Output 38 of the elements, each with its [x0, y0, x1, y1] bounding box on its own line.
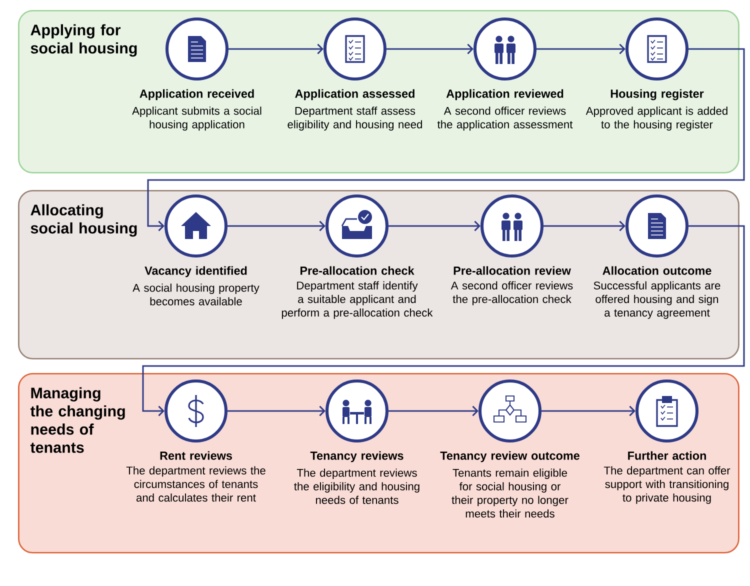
- arrow: [228, 220, 326, 232]
- step-title: Application assessed: [295, 89, 414, 100]
- arrow: [542, 406, 636, 416]
- arrow: [388, 406, 478, 416]
- step-description: The department reviews the eligibility and housing needs of tenants: [294, 468, 420, 504]
- step-title: Housing register: [610, 89, 704, 100]
- section-heading: Applying for social housing: [30, 24, 137, 57]
- step-description: Tenants remain eligible for social housing or their property no longer meets their needs: [452, 468, 568, 518]
- step-description: The department reviews the circumstances of tenants and calculates their rent: [126, 466, 266, 502]
- step-title: Application reviewed: [446, 89, 564, 100]
- step-title: Pre-allocation review: [454, 266, 571, 275]
- arrow: [142, 225, 745, 416]
- step-description: Approved applicant is added to the housing register: [586, 106, 728, 131]
- arrow: [536, 44, 626, 54]
- arrow: [228, 44, 324, 54]
- step-description: A second officer reviews the application assessment: [437, 106, 573, 131]
- step-title: Tenancy reviews: [310, 451, 404, 462]
- step-description: Department staff assess eligibility and housing need: [288, 106, 422, 131]
- step-description: A social housing property becomes available: [132, 284, 260, 306]
- step-title: Pre-allocation check: [300, 266, 414, 275]
- step-title: Vacancy identified: [144, 266, 247, 278]
- arrow: [147, 48, 745, 232]
- step-description: A second officer reviews the pre-allocation check: [450, 281, 573, 306]
- step-title: Application received: [140, 89, 254, 100]
- arrow: [228, 406, 326, 416]
- step-title: Rent reviews: [160, 451, 232, 460]
- step-title: Allocation outcome: [602, 266, 712, 275]
- step-description: Applicant submits a social housing application: [132, 106, 262, 131]
- step-title: Further action: [628, 451, 706, 460]
- arrow: [386, 44, 474, 54]
- step-description: Successful applicants are offered housing and sign a tenancy agreement: [594, 281, 720, 319]
- step-title: Tenancy review outcome: [440, 451, 580, 462]
- section-heading: Allocating social housing: [30, 204, 137, 237]
- section-heading: Managing the changing needs of tenants: [30, 387, 125, 453]
- arrow: [388, 220, 480, 232]
- arrow: [544, 220, 626, 232]
- step-description: The department can offer support with transitioning to private housing: [604, 466, 730, 504]
- step-description: Department staff identify a suitable applicant and perform a pre-allocation check: [282, 281, 433, 319]
